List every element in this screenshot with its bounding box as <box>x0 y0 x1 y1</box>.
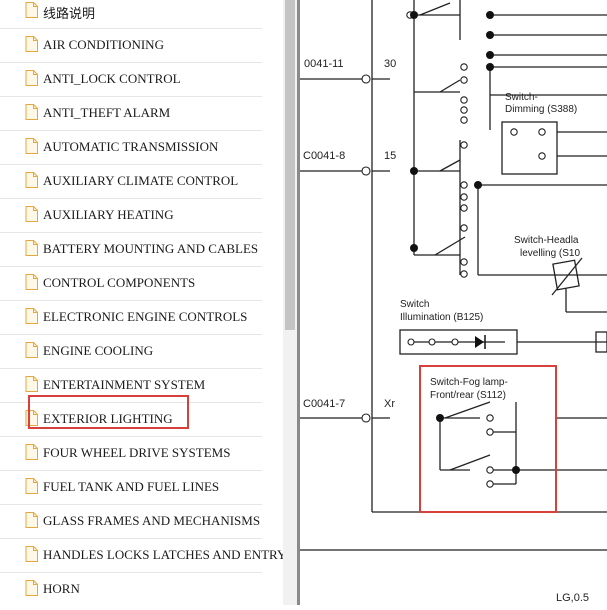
sidebar-item-label: ENTERTAINMENT SYSTEM <box>43 377 206 392</box>
document-icon <box>25 512 38 528</box>
sidebar-item-air-conditioning[interactable]: AIR CONDITIONING <box>0 28 262 63</box>
sidebar-item-fuel-tank-and-fuel-lines[interactable]: FUEL TANK AND FUEL LINES <box>0 470 262 505</box>
sidebar-item-label: AUXILIARY CLIMATE CONTROL <box>43 173 239 188</box>
component-label: Switch-Headla <box>514 235 579 246</box>
sidebar-item-control-components[interactable]: CONTROL COMPONENTS <box>0 266 262 301</box>
sidebar-item-label: CONTROL COMPONENTS <box>43 275 196 290</box>
document-icon <box>25 240 38 256</box>
wiring-diagram: 0041-11 C0041-8 C0041-7 30 15 Xr Switch-… <box>300 0 607 605</box>
pane-divider[interactable] <box>297 0 300 605</box>
document-icon <box>25 410 38 426</box>
sidebar-item-four-wheel-drive-systems[interactable]: FOUR WHEEL DRIVE SYSTEMS <box>0 436 262 471</box>
document-icon <box>25 172 38 188</box>
sidebar-item-entertainment-system[interactable]: ENTERTAINMENT SYSTEM <box>0 368 262 403</box>
terminal-label: 30 <box>384 58 396 70</box>
sidebar-item-automatic-transmission[interactable]: AUTOMATIC TRANSMISSION <box>0 130 262 165</box>
sidebar-item-[interactable]: 线路说明 <box>0 0 262 29</box>
sidebar-item-label: FOUR WHEEL DRIVE SYSTEMS <box>43 445 231 460</box>
document-icon <box>25 342 38 358</box>
sidebar-item-exterior-lighting[interactable]: EXTERIOR LIGHTING <box>0 402 262 437</box>
sidebar-item-glass-frames-and-mechanisms[interactable]: GLASS FRAMES AND MECHANISMS <box>0 504 262 539</box>
document-icon <box>25 274 38 290</box>
document-icon <box>25 104 38 120</box>
sidebar-item-auxiliary-climate-control[interactable]: AUXILIARY CLIMATE CONTROL <box>0 164 262 199</box>
component-label: Switch <box>400 299 429 310</box>
sidebar-item-label: ANTI_LOCK CONTROL <box>43 71 181 86</box>
scrollbar-thumb[interactable] <box>285 0 295 330</box>
wiring-diagram-canvas: 0041-11 C0041-8 C0041-7 30 15 Xr Switch-… <box>300 0 607 604</box>
document-icon <box>25 70 38 86</box>
document-icon <box>25 138 38 154</box>
component-label: Illumination (B125) <box>400 312 483 323</box>
document-icon <box>25 2 38 18</box>
sidebar-item-label: ELECTRONIC ENGINE CONTROLS <box>43 309 248 324</box>
sidebar-item-engine-cooling[interactable]: ENGINE COOLING <box>0 334 262 369</box>
footer-label: LG,0.5 <box>556 592 589 604</box>
document-icon <box>25 546 38 562</box>
sidebar-item-label: GLASS FRAMES AND MECHANISMS <box>43 513 261 528</box>
sidebar-item-anti-theft-alarm[interactable]: ANTI_THEFT ALARM <box>0 96 262 131</box>
sidebar-item-label: BATTERY MOUNTING AND CABLES <box>43 241 259 256</box>
sidebar-item-label: ANTI_THEFT ALARM <box>43 105 171 120</box>
sidebar-item-label: 线路说明 <box>43 6 96 21</box>
sidebar-item-label: EXTERIOR LIGHTING <box>43 411 173 426</box>
sidebar-item-battery-mounting-and-cables[interactable]: BATTERY MOUNTING AND CABLES <box>0 232 262 267</box>
document-icon <box>25 308 38 324</box>
sidebar-item-auxiliary-heating[interactable]: AUXILIARY HEATING <box>0 198 262 233</box>
document-icon <box>25 376 38 392</box>
diagram-highlight-box <box>419 365 557 513</box>
connector-label: C0041-8 <box>303 150 345 162</box>
component-label: levelling (S10 <box>520 248 580 259</box>
component-label: Switch-Fog lamp- <box>430 377 508 388</box>
component-label: Switch- <box>505 92 538 103</box>
sidebar-nav: 线路说明 AIR CONDITIONING ANTI_LOCK CONTROL ANT… <box>0 0 283 605</box>
sidebar-item-label: HORN <box>43 581 80 596</box>
sidebar-item-label: AUXILIARY HEATING <box>43 207 174 222</box>
document-icon <box>25 580 38 596</box>
document-icon <box>25 206 38 222</box>
sidebar-item-label: AUTOMATIC TRANSMISSION <box>43 139 219 154</box>
document-icon <box>25 36 38 52</box>
component-label: Dimming (S388) <box>505 104 577 115</box>
sidebar-item-label: AIR CONDITIONING <box>43 37 164 52</box>
sidebar-item-horn[interactable]: HORN <box>0 572 262 605</box>
terminal-label: 15 <box>384 150 396 162</box>
document-icon <box>25 444 38 460</box>
terminal-label: Xr <box>384 398 395 410</box>
sidebar-item-label: FUEL TANK AND FUEL LINES <box>43 479 220 494</box>
sidebar-item-anti-lock-control[interactable]: ANTI_LOCK CONTROL <box>0 62 262 97</box>
document-icon <box>25 478 38 494</box>
connector-label: C0041-7 <box>303 398 345 410</box>
component-label: Front/rear (S112) <box>430 390 506 401</box>
sidebar-item-label: HANDLES LOCKS LATCHES AND ENTRY <box>43 547 283 562</box>
sidebar-item-handles-locks-latches-and-entry[interactable]: HANDLES LOCKS LATCHES AND ENTRY <box>0 538 283 573</box>
sidebar-item-electronic-engine-controls[interactable]: ELECTRONIC ENGINE CONTROLS <box>0 300 262 335</box>
connector-label: 0041-11 <box>304 58 344 70</box>
sidebar-item-label: ENGINE COOLING <box>43 343 154 358</box>
